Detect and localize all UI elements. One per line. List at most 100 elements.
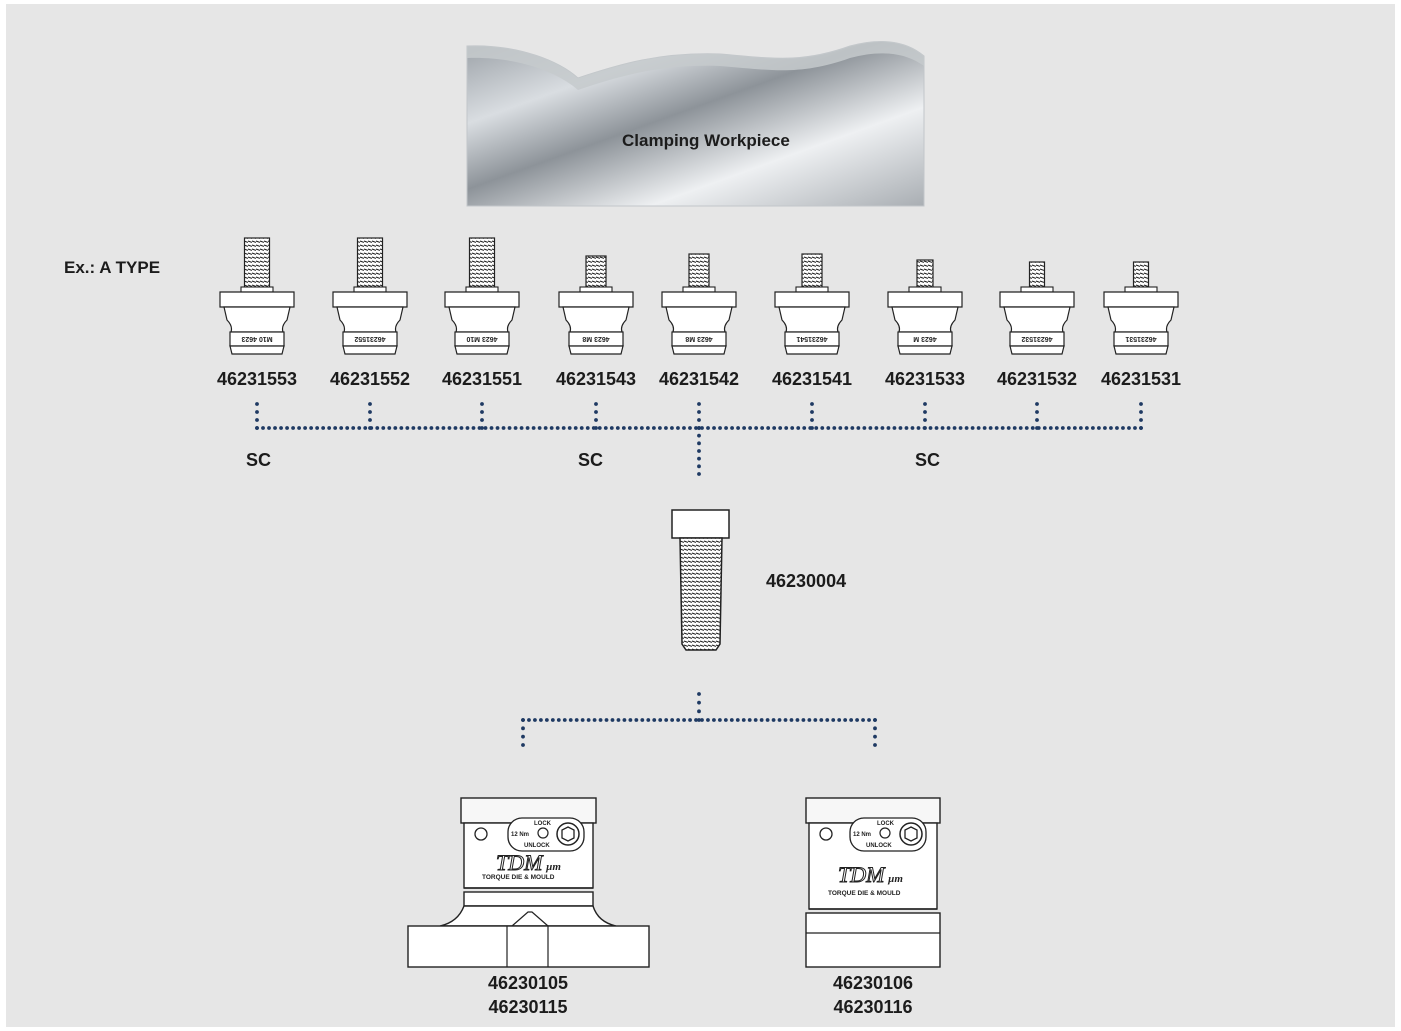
connector-dot: [315, 426, 320, 430]
connector-dot: [1121, 426, 1125, 430]
connector-dot: [778, 426, 783, 430]
pin-part-number: 46231553: [216, 369, 298, 389]
pin-neck: [908, 286, 942, 293]
connector-dot: [521, 718, 525, 722]
connector-dot: [670, 426, 674, 430]
connector-dot: [279, 426, 283, 430]
pin-part-number: 46231542: [658, 369, 740, 389]
clamp-unlock-text: UNLOCK: [866, 843, 892, 849]
connector-dot: [850, 426, 855, 430]
connector-dot: [1103, 426, 1107, 430]
pin-stamp-text: 4623 M8: [582, 335, 609, 342]
connector-dot: [1018, 426, 1023, 430]
connector-dot: [568, 718, 573, 722]
connector-dot: [814, 426, 819, 430]
pin-collar: [444, 291, 520, 308]
clamp-flange: [407, 925, 650, 968]
connector-dot: [594, 402, 598, 406]
clamp-part-number: 46230106: [832, 973, 914, 993]
pin-base: [671, 345, 727, 355]
connector-dot: [375, 426, 380, 430]
connector-dot: [970, 426, 975, 430]
connector-dot: [700, 718, 704, 722]
connector-dot: [712, 426, 716, 430]
connector-dot: [471, 426, 476, 430]
clamp-lock-indicator: [537, 827, 549, 839]
pin-waist: [448, 306, 516, 333]
connector-dot: [682, 718, 686, 722]
connector-dot: [741, 718, 746, 722]
connector-dot: [923, 402, 927, 406]
screw-thread: [679, 537, 723, 651]
pin-base: [229, 345, 285, 355]
connector-dot: [592, 718, 597, 722]
connector-dot: [381, 426, 386, 430]
pin-waist: [665, 306, 733, 333]
connector-dot: [1133, 426, 1137, 430]
clamp-flange-neck: [439, 905, 617, 927]
connector-dot: [789, 718, 794, 722]
connector-dot: [682, 426, 686, 430]
connector-dot: [447, 426, 452, 430]
connector-dot: [579, 426, 584, 430]
connector-dot: [495, 426, 500, 430]
connector-dot: [255, 402, 259, 406]
connector-dot: [694, 718, 698, 722]
connector-dot: [760, 426, 765, 430]
pull-stud-pin: M10 4623: [219, 237, 295, 355]
connector-dot: [958, 426, 963, 430]
pin-neck: [353, 286, 387, 293]
pin-base: [342, 345, 398, 355]
connector-dot: [1109, 426, 1113, 430]
connector-dot: [594, 410, 598, 414]
connector-dot: [597, 426, 602, 430]
connector-dot: [736, 426, 740, 430]
connector-dot: [561, 426, 566, 430]
connector-dot: [429, 426, 434, 430]
connector-dot: [1012, 426, 1017, 430]
connector-dot: [585, 426, 590, 430]
connector-dot: [730, 426, 734, 430]
connector-dot: [639, 426, 644, 430]
connector-dot: [807, 718, 812, 722]
connector-dot: [688, 426, 692, 430]
connector-dot: [345, 426, 350, 430]
connector-dot: [622, 718, 627, 722]
connector-dot: [527, 718, 531, 722]
pin-base: [897, 345, 953, 355]
clamp-lock-text: LOCK: [877, 821, 895, 827]
pin-base: [1009, 345, 1065, 355]
clamp-part-number: 46230105: [487, 973, 569, 993]
connector-dot: [550, 718, 555, 722]
connector-dot: [874, 426, 879, 430]
connector-dot: [483, 426, 488, 430]
pin-thread: [688, 253, 710, 293]
connector-dot: [465, 426, 470, 430]
connector-dot: [255, 426, 259, 430]
connector-dot: [1115, 426, 1119, 430]
clamp-lock-screw: [899, 822, 923, 846]
connector-dot: [868, 426, 873, 430]
connector-dot: [697, 418, 701, 422]
connector-dot: [988, 426, 993, 430]
connector-dot: [652, 718, 657, 722]
connector-dot: [521, 743, 525, 747]
type-label: Ex.: A TYPE: [64, 258, 161, 277]
connector-dot: [697, 472, 701, 476]
connector-dot: [697, 426, 701, 430]
connector-dot: [327, 426, 332, 430]
pin-part-number: 46231533: [884, 369, 966, 389]
connector-dot: [994, 426, 999, 430]
clamp-brand-suffix: µm: [887, 873, 903, 885]
connector-dot: [297, 426, 301, 430]
connector-dot: [886, 426, 891, 430]
connector-dot: [1054, 426, 1059, 430]
connector-dot: [441, 426, 446, 430]
connector-dot: [982, 426, 987, 430]
pin-part-number: 46231551: [441, 369, 523, 389]
connector-dot: [598, 718, 603, 722]
pin-neck: [1020, 286, 1054, 293]
pin-base: [1113, 345, 1169, 355]
